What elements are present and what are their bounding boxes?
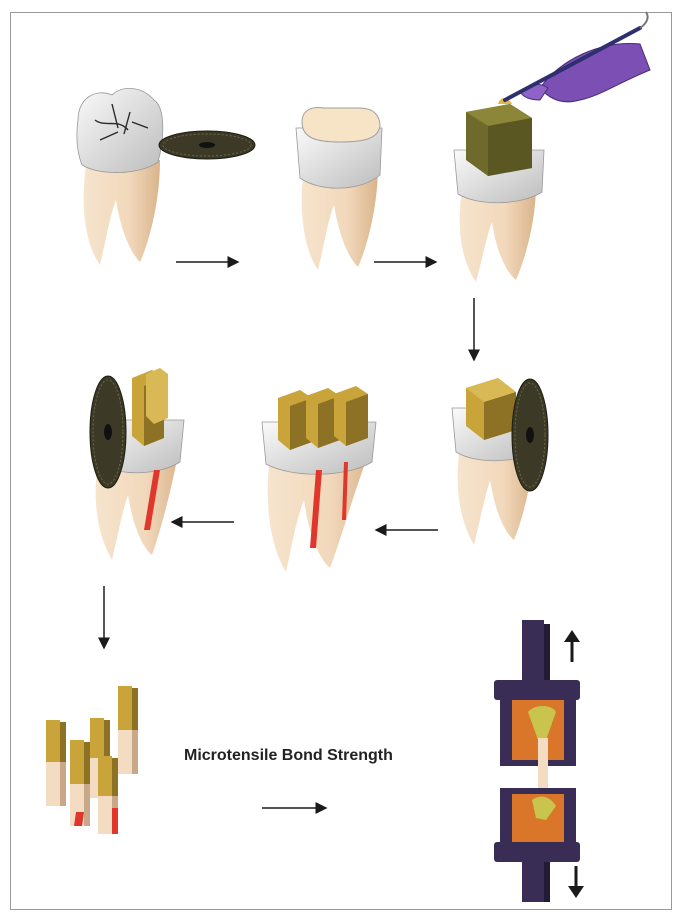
- arrow-down-icon: [568, 866, 584, 898]
- arrow-up-icon: [564, 630, 580, 662]
- figure-border: [10, 12, 672, 910]
- bonded-sticks: [46, 686, 138, 834]
- tooth-slabs: [261, 386, 377, 572]
- microtensile-jig: [494, 620, 580, 902]
- tooth-intact: [76, 88, 164, 265]
- diamond-saw-icon: [511, 378, 549, 492]
- diamond-saw-icon: [89, 375, 127, 489]
- caption-label: Microtensile Bond Strength: [184, 747, 393, 764]
- tooth-composite-buildup: [453, 98, 545, 282]
- gloved-hand-icon: [503, 11, 651, 103]
- diamond-saw-icon: [158, 130, 256, 160]
- tooth-flat-dentin: [295, 107, 383, 270]
